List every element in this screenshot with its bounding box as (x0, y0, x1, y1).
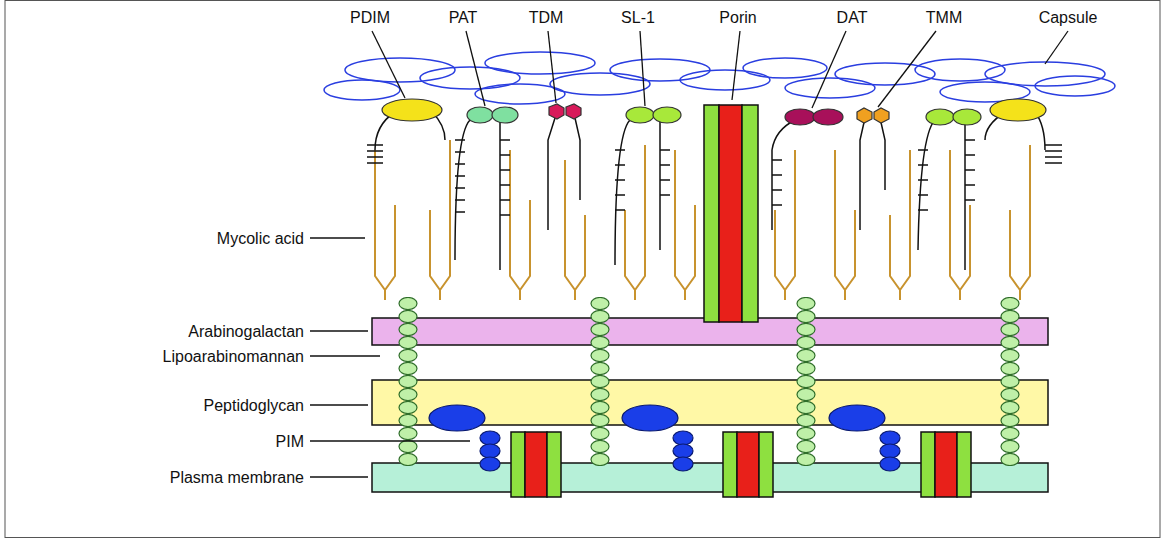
component-label: TDM (529, 8, 564, 27)
layer-label: Lipoarabinomannan (163, 347, 304, 366)
component-label: PDIM (350, 8, 390, 27)
mycolic-acid-forks (375, 140, 1030, 300)
layer-label: Plasma membrane (170, 468, 304, 487)
layer-label: Peptidoglycan (203, 396, 304, 415)
porin-protein (704, 105, 758, 322)
leader-lines (310, 31, 1068, 477)
component-label: DAT (837, 8, 868, 27)
layer-label: Arabinogalactan (188, 322, 304, 341)
capsule-ellipses (324, 52, 1115, 104)
layer-label: PIM (276, 432, 304, 451)
component-label: PAT (449, 8, 478, 27)
component-label: Capsule (1039, 8, 1098, 27)
layer-label: Mycolic acid (217, 229, 304, 248)
membrane-proteins (511, 432, 971, 497)
frame (5, 1, 1160, 538)
component-label: SL-1 (621, 8, 655, 27)
component-label: TMM (926, 8, 962, 27)
pim-molecules (429, 405, 900, 471)
component-label: Porin (719, 8, 756, 27)
